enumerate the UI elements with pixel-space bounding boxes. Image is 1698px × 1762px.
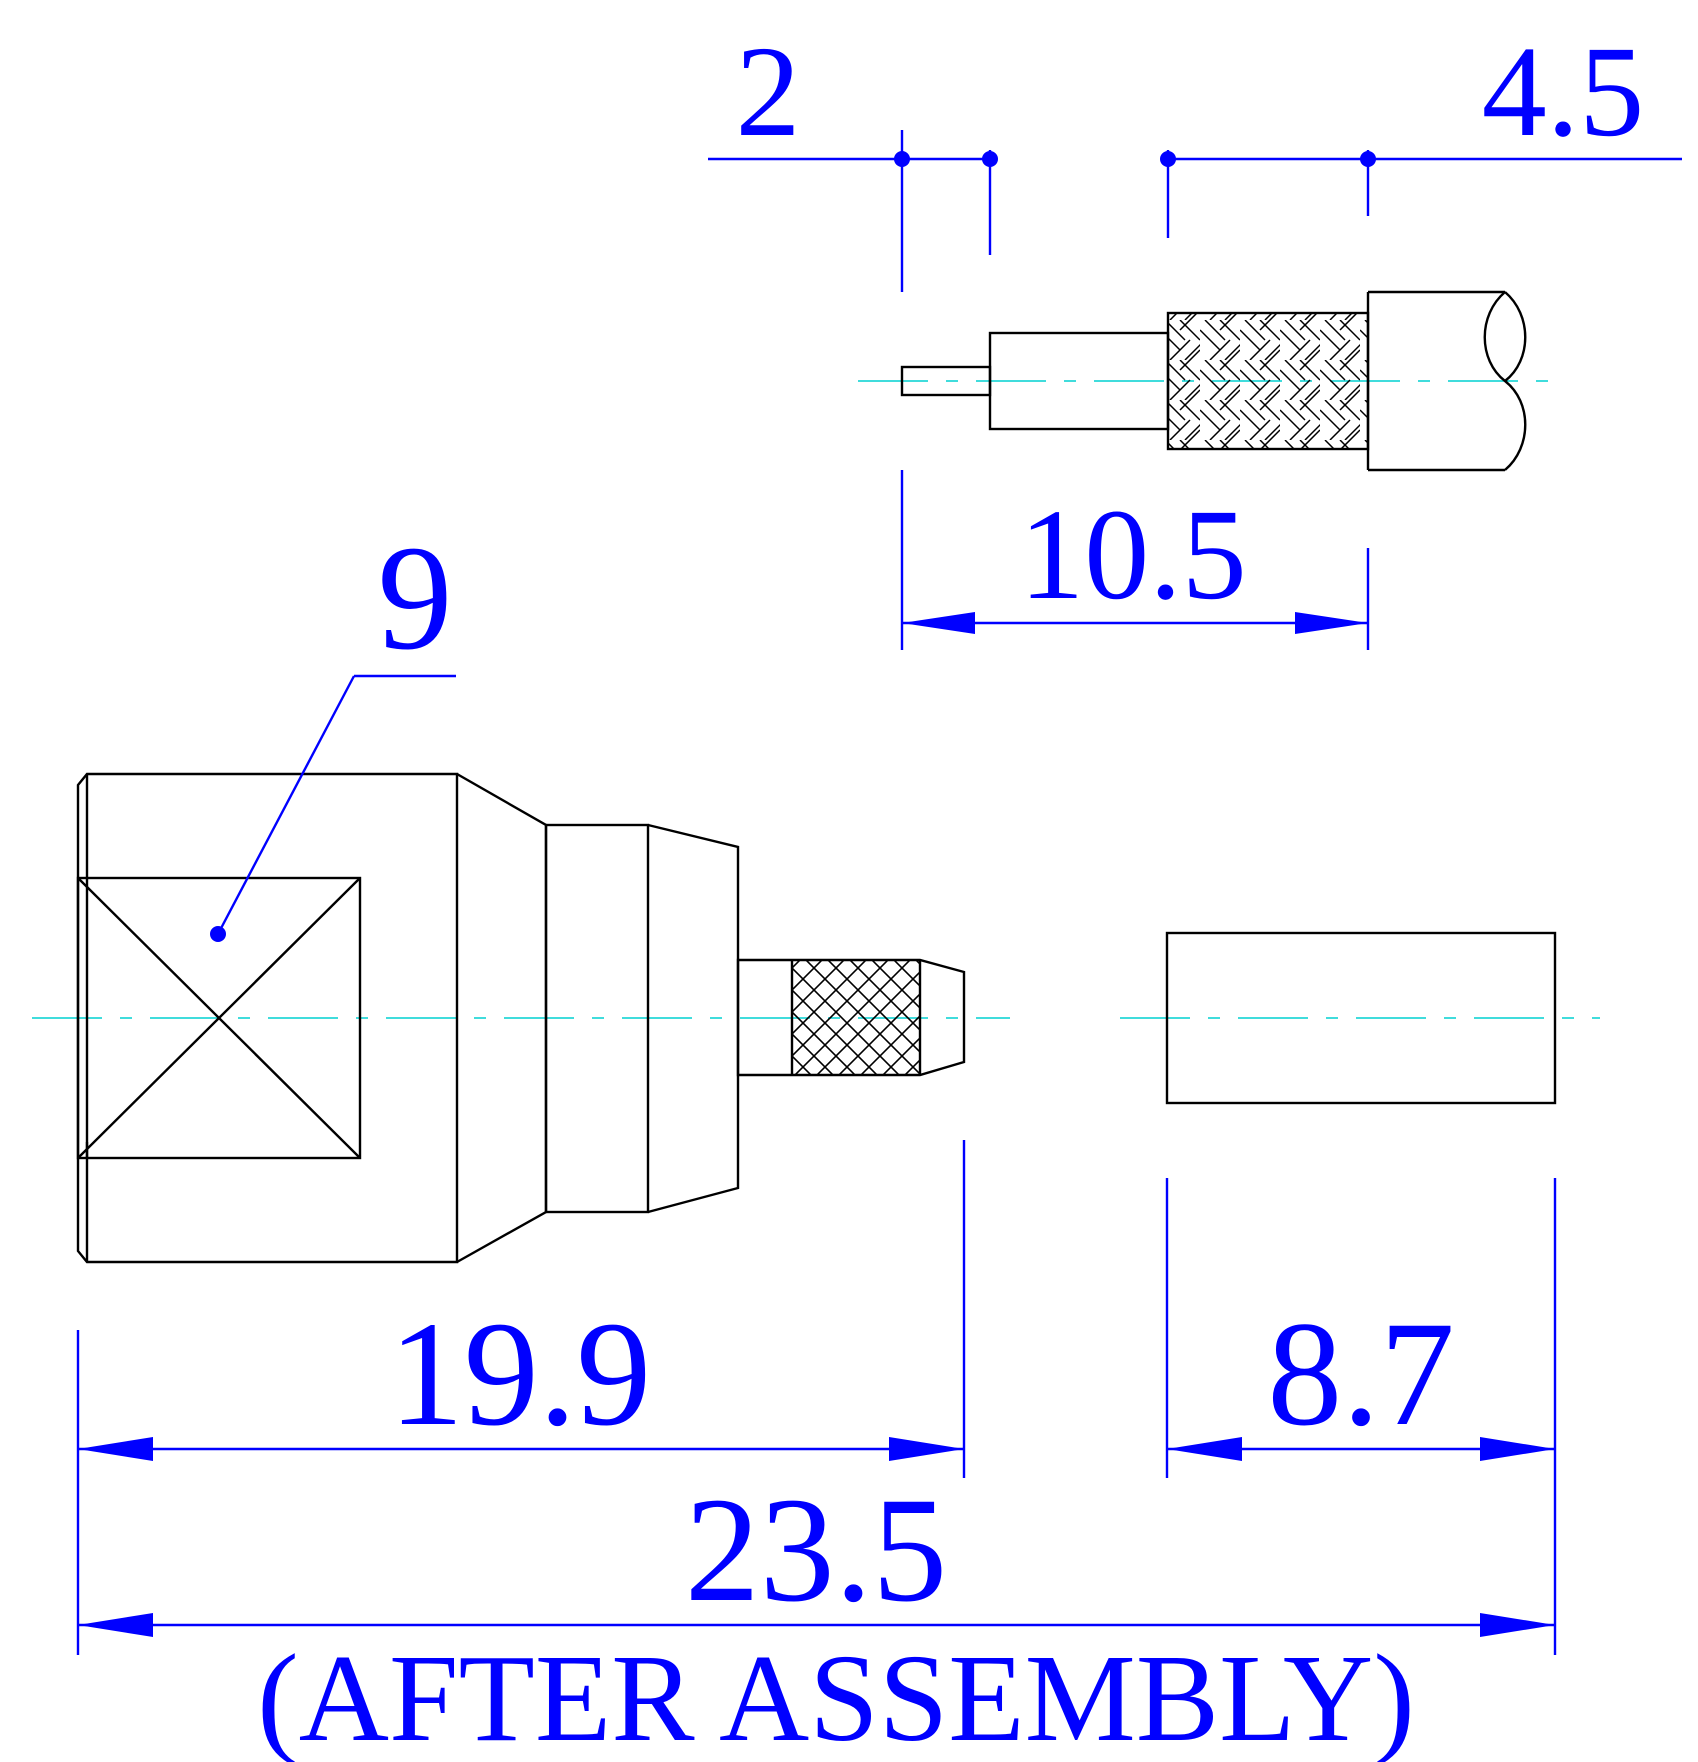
connector-body	[32, 772, 1010, 1264]
crimp-knurl	[791, 959, 921, 1076]
strip-pin-label: 2	[736, 20, 801, 164]
total-length-dimension: 23.5	[78, 1467, 1555, 1637]
after-assembly-note: (AFTER ASSEMBLY)	[257, 1630, 1415, 1762]
ferrule-length-dimension: 8.7	[1165, 1178, 1557, 1655]
connector-length-dimension: 19.9	[76, 1140, 966, 1655]
strip-braid-dimension: 4.5	[1160, 20, 1682, 238]
ferrule	[1120, 931, 1600, 1105]
hex-flat	[76, 876, 362, 1160]
hex-size-label: 9	[378, 515, 453, 681]
ferrule-outline	[1165, 931, 1557, 1105]
braid-section	[1166, 311, 1370, 451]
strip-total-dimension: 10.5	[900, 470, 1370, 650]
ferrule-length-label: 8.7	[1267, 1291, 1455, 1457]
connector-length-label: 19.9	[389, 1291, 652, 1457]
hex-size-callout: 9	[210, 515, 456, 942]
total-length-label: 23.5	[685, 1467, 948, 1633]
strip-pin-dimension: 2	[708, 20, 998, 292]
strip-total-label: 10.5	[1019, 483, 1247, 627]
stripped-cable	[858, 290, 1550, 472]
strip-braid-label: 4.5	[1482, 20, 1645, 164]
cable-jacket	[1366, 290, 1505, 472]
cable-break-line	[1483, 291, 1527, 471]
collar	[544, 823, 650, 1214]
